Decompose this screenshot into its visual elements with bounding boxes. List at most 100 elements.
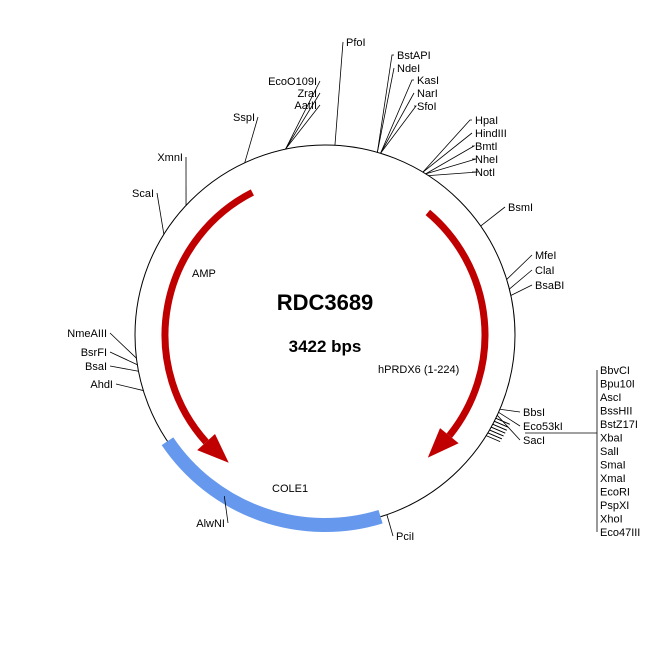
site-tick (491, 426, 506, 434)
site-label: BstAPI (397, 50, 431, 62)
site-tick (428, 171, 479, 177)
site-tick (496, 415, 521, 441)
plasmid-size: 3422 bps (289, 337, 362, 356)
site-label: AatII (294, 100, 317, 112)
site-alwni: AlwNI (196, 496, 229, 530)
site-tick (109, 351, 138, 366)
site-ecoo109i: EcoO109I (268, 76, 321, 150)
site-label: SmaI (600, 460, 626, 472)
site-label: Bpu10I (600, 379, 635, 391)
site-label: NarI (417, 88, 438, 100)
feature-hprdx6-1-224-arrowhead (427, 428, 459, 458)
site-label: BsrFI (81, 347, 107, 359)
site-tick (422, 132, 473, 173)
site-label: HpaI (475, 115, 498, 127)
site-tick (510, 284, 533, 296)
site-tick (109, 332, 137, 359)
site-tick (386, 514, 394, 537)
site-kasi: KasI (380, 75, 439, 154)
feature-amp-arc (161, 189, 254, 445)
site-tick (380, 92, 415, 154)
site-label: BsmI (508, 202, 533, 214)
feature-cole1-block (161, 437, 383, 532)
site-hindiii: HindIII (422, 128, 507, 173)
site-label: SalI (600, 446, 619, 458)
site-ndei: NdeI (376, 63, 420, 153)
site-label: XmnI (157, 152, 183, 164)
site-tick (425, 158, 477, 175)
site-clai: ClaI (509, 265, 555, 290)
site-tick (244, 116, 259, 163)
site-ecori: EcoRI (489, 429, 630, 499)
site-label: BstZ17I (600, 419, 638, 431)
site-label: SspI (233, 112, 255, 124)
site-label: AlwNI (196, 518, 225, 530)
site-noti: NotI (428, 167, 495, 179)
site-tick (285, 104, 321, 150)
site-label: Eco47III (600, 527, 640, 539)
site-label: NheI (475, 154, 498, 166)
site-bsshii: BssHII (494, 406, 632, 428)
site-label: AscI (600, 392, 621, 404)
site-tick (285, 92, 321, 150)
site-tick (156, 192, 165, 235)
site-label: XbaI (600, 433, 623, 445)
site-tick (480, 206, 506, 227)
feature-label-amp: AMP (192, 268, 216, 280)
site-tick (334, 41, 344, 146)
site-tick (494, 420, 509, 428)
site-bpu10i: Bpu10I (495, 379, 635, 425)
site-label: HindIII (475, 128, 507, 140)
site-bmti: BmtI (425, 141, 498, 175)
site-label: SacI (523, 435, 545, 447)
site-label: BsaBI (535, 280, 564, 292)
site-label: XhoI (600, 514, 623, 526)
site-tick (485, 435, 501, 443)
site-zrai: ZraI (285, 88, 321, 150)
site-nari: NarI (380, 88, 438, 154)
site-tick (499, 408, 521, 413)
site-tick (376, 54, 394, 153)
site-pcii: PciI (386, 514, 414, 543)
site-label: BmtI (475, 141, 498, 153)
site-label: Eco53kI (523, 421, 563, 433)
site-tick (376, 67, 395, 153)
site-tick (380, 79, 414, 154)
site-label: SfoI (417, 101, 437, 113)
site-tick (492, 423, 507, 431)
site-xhoi: XhoI (487, 432, 623, 526)
site-tick (380, 105, 417, 154)
site-eco53ki: Eco53kI (498, 411, 563, 433)
site-tick (285, 80, 321, 150)
site-smai: SmaI (491, 426, 626, 472)
site-nhei: NheI (425, 154, 498, 175)
plasmid-name: RDC3689 (277, 290, 374, 315)
site-label: PciI (396, 531, 414, 543)
feature-amp-arrowhead (197, 434, 229, 463)
site-pfoi: PfoI (334, 37, 366, 146)
site-bsai: BsaI (85, 361, 139, 373)
site-label: BbvCI (600, 365, 630, 377)
site-label: EcoRI (600, 487, 630, 499)
site-hpai: HpaI (422, 115, 498, 173)
site-scai: ScaI (132, 188, 165, 235)
site-label: PspXI (600, 500, 629, 512)
site-label: NotI (475, 167, 495, 179)
site-tick (489, 429, 504, 437)
site-label: BsaI (85, 361, 107, 373)
site-label: KasI (417, 75, 439, 87)
site-bbsi: BbsI (499, 407, 545, 419)
site-saci: SacI (496, 415, 545, 447)
site-label: EcoO109I (268, 76, 317, 88)
site-ahdi: AhdI (90, 379, 144, 391)
site-bsabi: BsaBI (510, 280, 564, 296)
site-tick (425, 145, 476, 175)
site-label: ZraI (297, 88, 317, 100)
site-sspi: SspI (233, 112, 259, 163)
site-tick (487, 432, 503, 440)
site-tick (498, 411, 521, 427)
site-aatii: AatII (285, 100, 321, 150)
site-label: XmaI (600, 473, 626, 485)
site-nmeaiii: NmeAIII (67, 328, 137, 359)
